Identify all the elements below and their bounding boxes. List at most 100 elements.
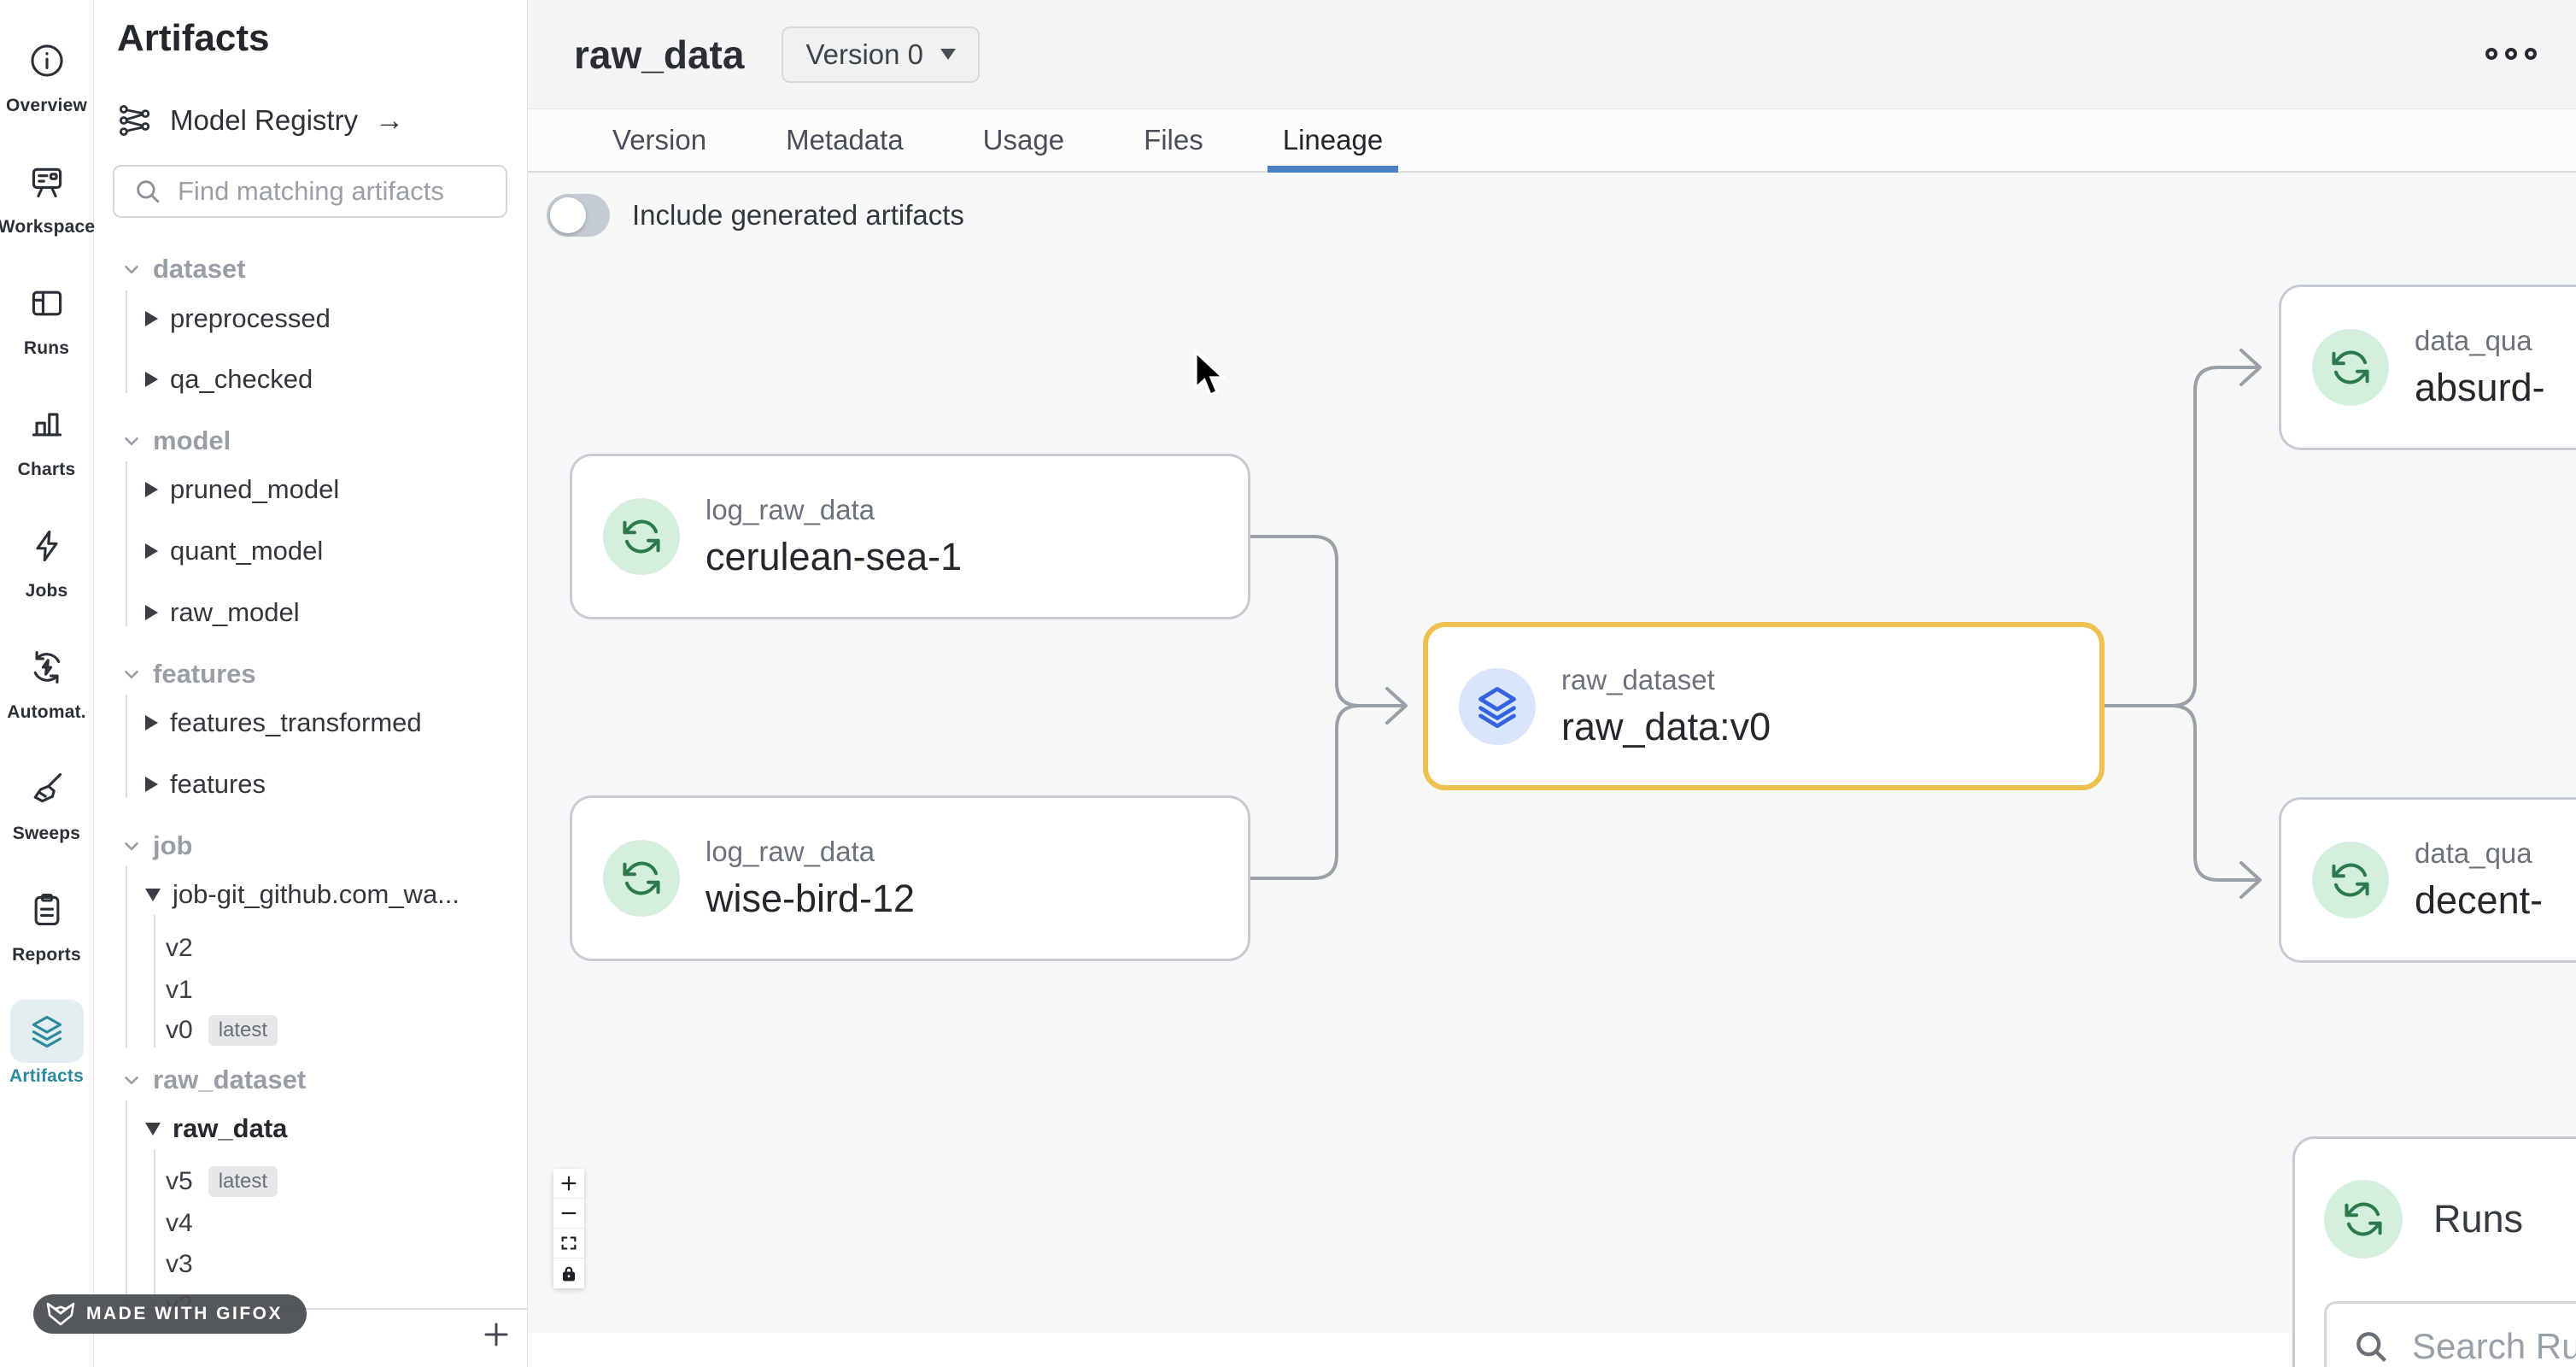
tree-item-raw-model[interactable]: raw_model bbox=[145, 594, 300, 631]
artifact-tabs: Version Metadata Usage Files Lineage bbox=[528, 109, 2576, 173]
tab-files[interactable]: Files bbox=[1144, 124, 1203, 155]
node-job-label: log_raw_data bbox=[705, 836, 875, 867]
minus-icon bbox=[561, 1212, 577, 1215]
run-icon bbox=[2312, 329, 2389, 406]
rail-item-artifacts[interactable]: Artifacts bbox=[9, 1000, 84, 1087]
artifact-layers-icon bbox=[1459, 667, 1536, 745]
chevron-right-icon bbox=[145, 482, 158, 497]
tree-item-features[interactable]: features bbox=[145, 766, 266, 803]
artifacts-sidebar: Artifacts Model Registry → dataset prepr… bbox=[94, 0, 528, 1367]
tab-lineage[interactable]: Lineage bbox=[1267, 109, 1399, 173]
run-icon bbox=[603, 840, 680, 917]
rail-item-reports[interactable]: Reports bbox=[10, 878, 84, 965]
tab-metadata[interactable]: Metadata bbox=[786, 124, 904, 155]
tree-version-v1[interactable]: v1 bbox=[166, 976, 193, 1004]
latest-badge: latest bbox=[208, 1166, 278, 1197]
rail-label: Charts bbox=[17, 460, 76, 479]
rail-label: Overview bbox=[6, 96, 87, 115]
tab-usage[interactable]: Usage bbox=[982, 124, 1065, 155]
dot-icon bbox=[2485, 48, 2497, 60]
zoom-out-button[interactable] bbox=[553, 1199, 584, 1229]
graph-bottom-strip bbox=[528, 1333, 2576, 1367]
page-title: raw_data bbox=[574, 32, 745, 77]
node-run-name: decent- bbox=[2415, 878, 2544, 922]
model-registry-link[interactable]: Model Registry → bbox=[117, 100, 404, 141]
run-node-decent[interactable]: data_qua decent- bbox=[2279, 797, 2576, 963]
tree-item-features-transformed[interactable]: features_transformed bbox=[145, 704, 422, 742]
rail-item-overview[interactable]: Overview bbox=[6, 29, 87, 116]
run-node-absurd[interactable]: data_qua absurd- bbox=[2279, 285, 2576, 450]
tree-item-qa-checked[interactable]: qa_checked bbox=[145, 361, 313, 398]
tree-version-v0[interactable]: v0 latest bbox=[166, 1012, 278, 1049]
tree-section-raw-dataset[interactable]: raw_dataset bbox=[120, 1061, 306, 1099]
node-job-label: log_raw_data bbox=[705, 494, 875, 525]
node-run-name: absurd- bbox=[2415, 366, 2545, 409]
fit-view-button[interactable] bbox=[553, 1229, 584, 1258]
tree-item-raw-data[interactable]: raw_data bbox=[145, 1110, 287, 1147]
rail-label: Workspace bbox=[0, 217, 96, 237]
search-input[interactable] bbox=[178, 176, 485, 207]
clipboard-icon bbox=[10, 878, 84, 942]
gifox-text: MADE WITH GIFOX bbox=[86, 1304, 283, 1323]
plus-icon bbox=[484, 1323, 508, 1346]
rail-item-automations[interactable]: Automat. bbox=[7, 636, 86, 723]
bar-chart-icon bbox=[10, 393, 84, 456]
tree-section-features[interactable]: features bbox=[120, 655, 256, 693]
version-dropdown[interactable]: Version 0 bbox=[782, 26, 981, 83]
automations-icon bbox=[10, 636, 84, 699]
workspace-board-icon bbox=[10, 150, 84, 214]
tree-version-v3[interactable]: v3 bbox=[166, 1250, 193, 1278]
runs-group-title: Runs bbox=[2433, 1197, 2524, 1241]
tree-version-v4[interactable]: v4 bbox=[166, 1209, 193, 1237]
chevron-right-icon bbox=[145, 605, 158, 620]
tree-item-job-git[interactable]: job-git_github.com_wa... bbox=[145, 876, 460, 913]
rail-item-charts[interactable]: Charts bbox=[10, 393, 84, 480]
rail-item-runs[interactable]: Runs bbox=[10, 272, 84, 359]
runs-search-box bbox=[2324, 1301, 2576, 1367]
tree-section-job[interactable]: job bbox=[120, 827, 193, 865]
artifact-node-raw-data-v0[interactable]: raw_dataset raw_data:v0 bbox=[1423, 622, 2105, 790]
tree-section-dataset[interactable]: dataset bbox=[120, 250, 246, 288]
fox-icon bbox=[46, 1302, 75, 1326]
include-generated-artifacts-toggle[interactable] bbox=[547, 194, 610, 237]
rail-item-jobs[interactable]: Jobs bbox=[10, 514, 84, 601]
chevron-right-icon bbox=[145, 543, 158, 559]
rail-label: Jobs bbox=[25, 581, 68, 601]
runs-group-node[interactable]: Runs bbox=[2292, 1136, 2576, 1367]
overflow-menu-button[interactable] bbox=[2485, 48, 2537, 60]
node-job-label: data_qua bbox=[2415, 325, 2532, 356]
rail-label: Runs bbox=[23, 338, 70, 358]
rail-label: Reports bbox=[12, 945, 81, 965]
tab-version[interactable]: Version bbox=[612, 124, 707, 155]
tree-item-quant-model[interactable]: quant_model bbox=[145, 532, 323, 570]
search-icon bbox=[2356, 1332, 2387, 1363]
lock-button[interactable] bbox=[553, 1258, 584, 1288]
runs-search-input[interactable] bbox=[2412, 1326, 2576, 1367]
tree-item-pruned-model[interactable]: pruned_model bbox=[145, 471, 339, 508]
run-node-wise-bird-12[interactable]: log_raw_data wise-bird-12 bbox=[570, 795, 1250, 961]
tree-version-v5[interactable]: v5 latest bbox=[166, 1163, 278, 1200]
chevron-right-icon bbox=[145, 777, 158, 792]
run-node-cerulean-sea-1[interactable]: log_raw_data cerulean-sea-1 bbox=[570, 454, 1250, 619]
latest-badge: latest bbox=[208, 1015, 278, 1046]
zoom-in-button[interactable] bbox=[553, 1169, 584, 1199]
tree-item-preprocessed[interactable]: preprocessed bbox=[145, 300, 331, 337]
artifact-search-box bbox=[113, 165, 507, 218]
chevron-expanded-icon bbox=[145, 1122, 161, 1135]
run-icon bbox=[2312, 842, 2389, 918]
arrow-right-icon: → bbox=[375, 103, 405, 137]
node-job-label: data_qua bbox=[2415, 837, 2532, 869]
tree-version-v2[interactable]: v2 bbox=[166, 934, 193, 962]
chevron-right-icon bbox=[145, 372, 158, 387]
tree-section-model[interactable]: model bbox=[120, 422, 231, 460]
rail-item-sweeps[interactable]: Sweeps bbox=[10, 757, 84, 844]
run-icon bbox=[603, 498, 680, 575]
add-artifact-button[interactable] bbox=[477, 1316, 516, 1355]
node-artifact-name: raw_data:v0 bbox=[1561, 704, 1771, 748]
lightning-icon bbox=[10, 514, 84, 578]
run-icon bbox=[2324, 1180, 2403, 1258]
toggle-row: Include generated artifacts bbox=[547, 194, 964, 237]
lineage-graph[interactable]: Include generated artifacts log_raw_data… bbox=[528, 173, 2576, 1367]
rail-item-workspace[interactable]: Workspace bbox=[0, 150, 95, 238]
